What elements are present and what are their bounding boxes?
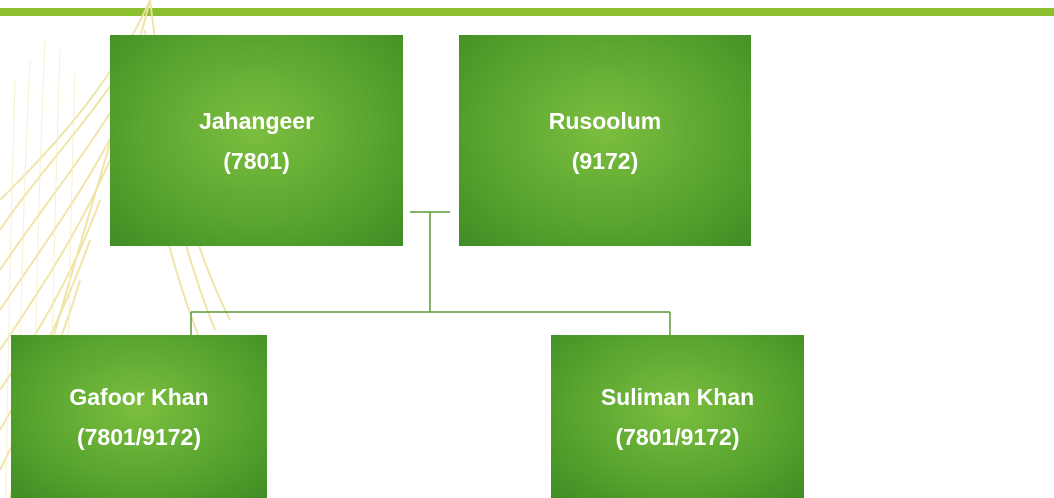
node-code: (7801/9172) <box>76 423 202 450</box>
node-suliman-khan: Suliman Khan (7801/9172) <box>551 335 804 498</box>
node-name: Suliman Khan <box>600 383 755 410</box>
top-accent-bar <box>0 8 1054 16</box>
node-rusoolum: Rusoolum (9172) <box>459 35 751 246</box>
node-name: Rusoolum <box>548 107 662 134</box>
node-code: (9172) <box>571 147 639 174</box>
node-code: (7801/9172) <box>615 423 740 450</box>
node-name: Jahangeer <box>198 107 315 134</box>
node-name: Gafoor Khan <box>69 383 209 410</box>
node-code: (7801) <box>223 147 290 174</box>
node-gafoor-khan: Gafoor Khan (7801/9172) <box>11 335 267 498</box>
node-jahangeer: Jahangeer (7801) <box>110 35 403 246</box>
